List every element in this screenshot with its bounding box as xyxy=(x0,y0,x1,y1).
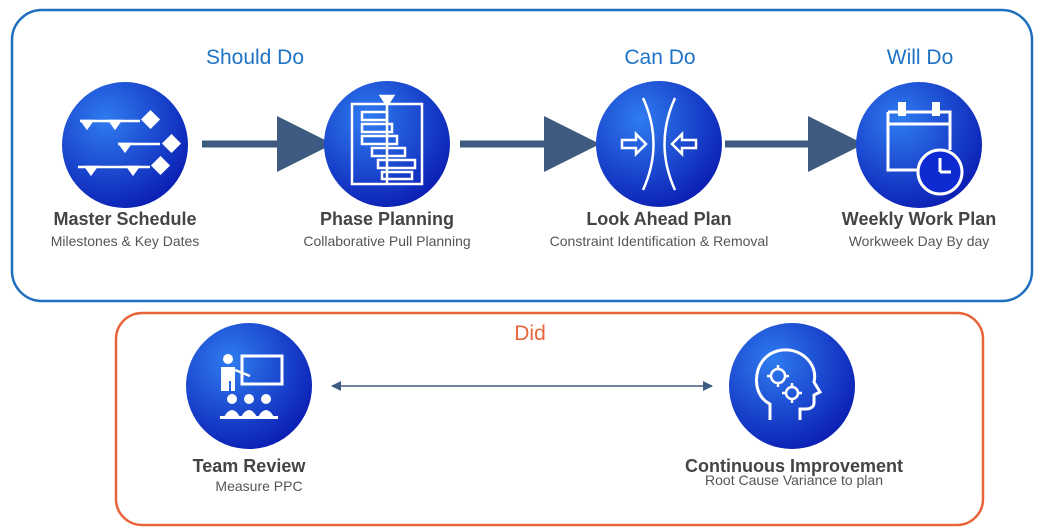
header-can-do: Can Do xyxy=(624,46,696,69)
continuous-improvement-title: Continuous Improvement xyxy=(684,456,903,476)
plan-frame xyxy=(10,8,1034,303)
continuous-improvement-subtitle: Root Cause Variance to plan xyxy=(705,472,883,488)
phase-planning-title: Phase Planning xyxy=(319,209,455,229)
head-gears-icon xyxy=(729,323,855,449)
calendar-clock-icon xyxy=(856,82,982,208)
weekly-work-subtitle: Workweek Day By day xyxy=(848,233,990,249)
look-ahead-subtitle: Constraint Identification & Removal xyxy=(549,233,769,249)
master-schedule-subtitle: Milestones & Key Dates xyxy=(50,233,200,249)
weekly-work-title: Weekly Work Plan xyxy=(841,209,997,229)
header-should-do: Should Do xyxy=(205,46,305,69)
presentation-icon xyxy=(186,323,312,449)
team-review-title: Team Review xyxy=(192,456,306,476)
constraint-icon xyxy=(596,81,722,207)
gantt-icon xyxy=(324,81,450,207)
team-review-subtitle: Measure PPC xyxy=(215,478,303,494)
header-will-do: Will Do xyxy=(886,46,954,69)
phase-planning-subtitle: Collaborative Pull Planning xyxy=(303,233,471,249)
header-did: Did xyxy=(514,322,546,345)
master-schedule-title: Master Schedule xyxy=(53,209,197,229)
look-ahead-title: Look Ahead Plan xyxy=(586,209,732,229)
did-frame xyxy=(114,311,985,527)
milestones-icon xyxy=(62,82,188,208)
